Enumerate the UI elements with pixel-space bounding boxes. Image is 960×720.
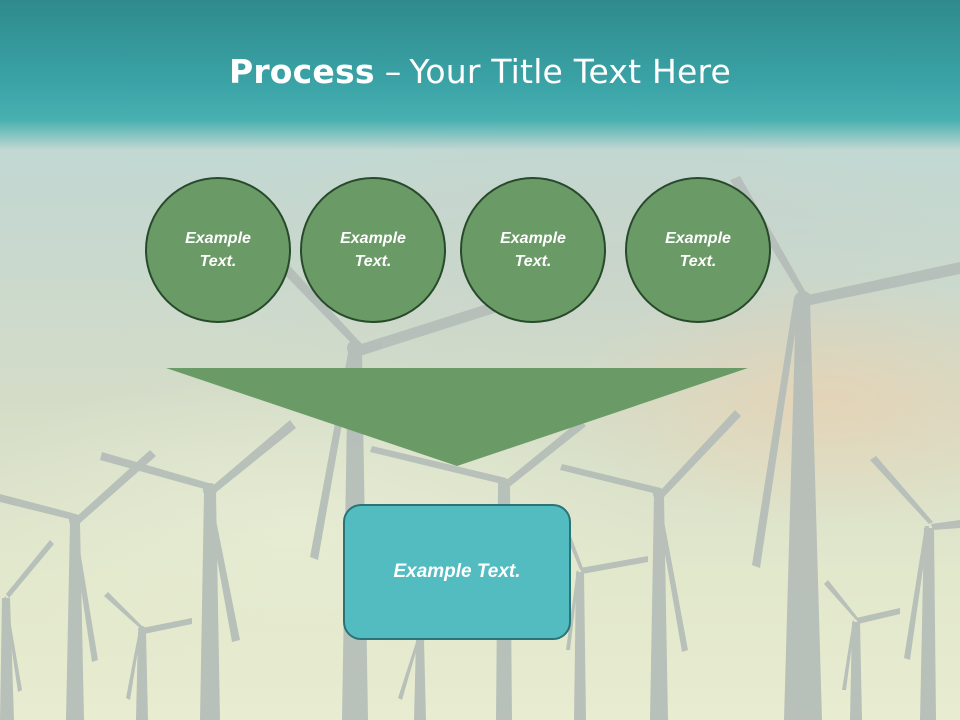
title-rest: Your Title Text Here — [409, 52, 732, 91]
result-box-text: Example Text. — [393, 561, 521, 582]
funnel-triangle-shape — [166, 368, 748, 466]
slide-title[interactable]: Process–Your Title Text Here — [0, 52, 960, 91]
title-dash: – — [384, 52, 402, 91]
process-circle-4[interactable]: Example Text. — [625, 177, 771, 323]
process-circle-1-text: Example Text. — [185, 230, 251, 270]
title-band — [0, 0, 960, 150]
process-circle-2-text: Example Text. — [340, 230, 406, 270]
process-circle-4-text: Example Text. — [665, 230, 731, 270]
result-box[interactable]: Example Text. — [343, 504, 571, 640]
title-strong: Process — [228, 52, 375, 91]
process-circle-3-text: Example Text. — [500, 230, 566, 270]
funnel-triangle[interactable] — [166, 368, 748, 466]
process-circle-3[interactable]: Example Text. — [460, 177, 606, 323]
process-circle-1[interactable]: Example Text. — [145, 177, 291, 323]
process-circle-2[interactable]: Example Text. — [300, 177, 446, 323]
